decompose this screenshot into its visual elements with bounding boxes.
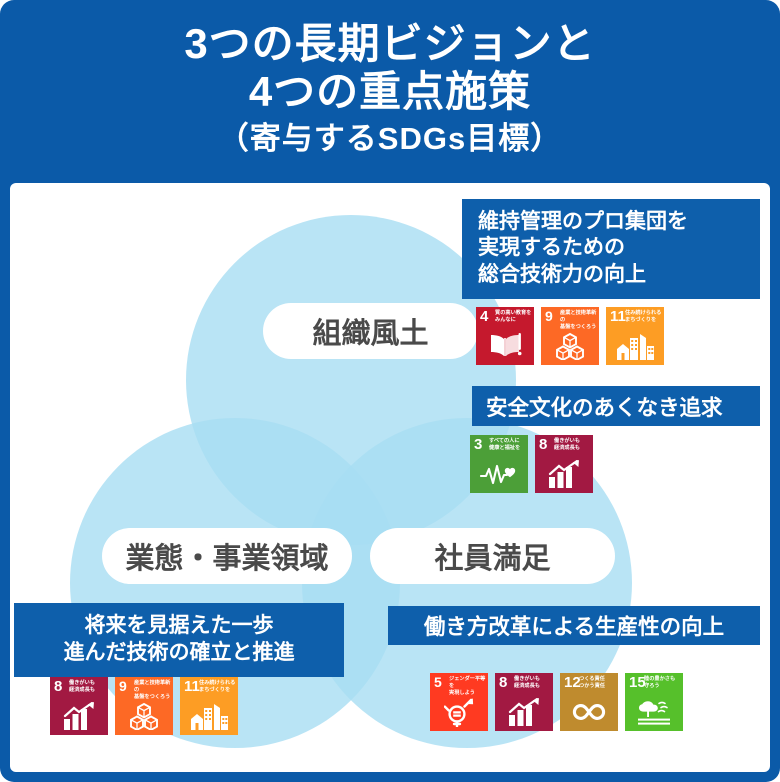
sdg-icon-8: 8 働きがいも経済成長も	[495, 673, 553, 731]
callout-future-line-2: 進んだ技術の確立と推進	[63, 641, 295, 665]
sdg-number: 3	[474, 436, 483, 453]
callout-safety-line-1: 安全文化のあくなき追求	[486, 395, 723, 420]
sdg-number: 5	[434, 674, 442, 690]
sdg-city-icon	[606, 330, 664, 362]
sdg-gender-icon	[430, 696, 488, 728]
sdg-goal-text: 住み続けられるまちづくりを	[199, 680, 236, 693]
callout-future-line-1: 将来を見据えた一歩	[84, 614, 274, 637]
sdg-number: 8	[499, 674, 508, 691]
callout-pro-line-3: 総合技術力の向上	[478, 262, 646, 286]
sdg-goal-text: 産業と技術革新の基盤をつくろう	[134, 680, 171, 700]
sdg-goal-text: 陸の豊かさも守ろう	[644, 676, 676, 689]
diagram-body: 組織風土 業態・事業領域 社員満足 維持管理のプロ集団を 実現するための 総合技…	[10, 183, 770, 772]
callout-pro-group: 維持管理のプロ集団を 実現するための 総合技術力の向上	[462, 199, 760, 300]
sdg-infinity-icon	[560, 696, 618, 728]
sdg-goal-text: 質の高い教育をみんなに	[495, 310, 532, 323]
circle-label-satisfaction: 社員満足	[370, 528, 615, 584]
page-title-line-1: 3つの長期ビジョンと	[184, 20, 596, 68]
sdg-goal-text: 住み続けられるまちづくりを	[625, 310, 662, 323]
sdg-icon-8: 8 働きがいも経済成長も	[50, 677, 108, 735]
sdg-icon-9: 9 産業と技術革新の基盤をつくろう	[541, 307, 599, 365]
sdg-number: 4	[480, 308, 489, 325]
callout-work-style-reform: 働き方改革による生産性の向上	[388, 606, 760, 645]
sdg-goal-text: 産業と技術革新の基盤をつくろう	[560, 310, 597, 330]
sdg-icon-9: 9 産業と技術革新の基盤をつくろう	[115, 677, 173, 735]
page-header: 3つの長期ビジョンと 4つの重点施策 （寄与するSDGs目標）	[0, 0, 780, 180]
sdg-goal-text: 働きがいも経済成長も	[514, 676, 540, 689]
sdg-number: 8	[54, 678, 63, 695]
callout-future-technology: 将来を見据えた一歩 進んだ技術の確立と推進	[14, 603, 344, 677]
sdg-icon-5: 5 ジェンダー平等を実現しよう	[430, 673, 488, 731]
sdg-growth-icon	[535, 458, 593, 490]
sdg-goal-text: 働きがいも経済成長も	[69, 680, 95, 693]
sdg-city-icon	[180, 700, 238, 732]
sdg-pulse-icon	[470, 458, 528, 490]
sdg-tree-icon	[625, 696, 683, 728]
sdg-icon-3: 3 すべての人に健康と福祉を	[470, 435, 528, 493]
sdg-growth-icon	[495, 696, 553, 728]
callout-work-line-1: 働き方改革による生産性の向上	[423, 615, 725, 639]
callout-pro-line-1: 維持管理のプロ集団を	[478, 210, 688, 233]
sdg-number: 12	[564, 674, 581, 691]
sdg-book-icon	[476, 330, 534, 362]
sdg-growth-icon	[50, 700, 108, 732]
page-subtitle: （寄与するSDGs目標）	[217, 121, 563, 157]
page-title-line-2: 4つの重点施策	[248, 68, 532, 116]
sdg-icon-4: 4 質の高い教育をみんなに	[476, 307, 534, 365]
sdg-cubes-icon	[541, 330, 599, 362]
sdg-number: 9	[545, 308, 553, 324]
callout-safety-culture: 安全文化のあくなき追求	[472, 386, 760, 426]
sdg-number: 9	[119, 678, 127, 694]
sdg-icon-8: 8 働きがいも経済成長も	[535, 435, 593, 493]
sdg-goal-text: すべての人に健康と福祉を	[489, 438, 521, 451]
callout-pro-line-2: 実現するための	[478, 236, 625, 260]
sdg-number: 15	[629, 674, 646, 691]
sdg-goal-text: ジェンダー平等を実現しよう	[449, 676, 486, 696]
sdg-goal-text: 働きがいも経済成長も	[554, 438, 580, 451]
circle-label-culture: 組織風土	[263, 303, 478, 359]
sdg-number: 11	[610, 308, 626, 325]
sdg-cubes-icon	[115, 700, 173, 732]
circle-label-business: 業態・事業領域	[102, 528, 352, 584]
sdg-goal-text: つくる責任つかう責任	[579, 676, 605, 689]
sdg-number: 8	[539, 436, 548, 453]
sdg-number: 11	[184, 678, 200, 695]
sdg-icon-group-safety: 3 すべての人に健康と福祉を 8 働きがいも経済成長も	[470, 435, 593, 493]
